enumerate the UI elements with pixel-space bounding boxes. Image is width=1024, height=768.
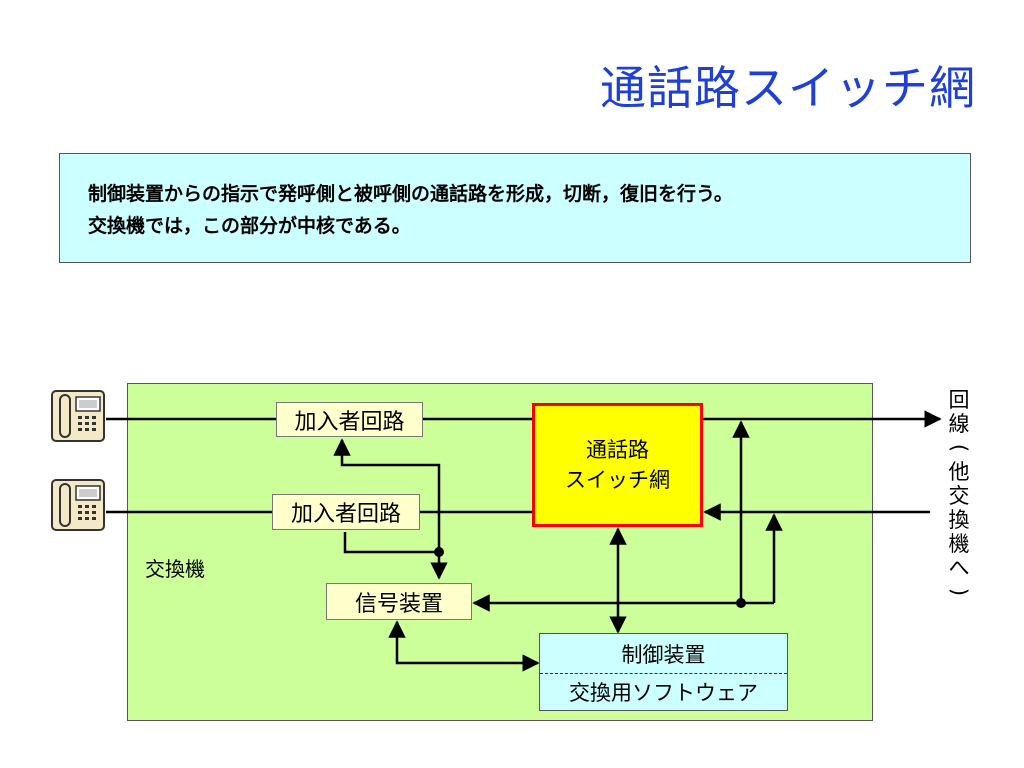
subscriber-circuit-1: 加入者回路 — [276, 402, 423, 437]
external-line-char: 機 — [948, 532, 970, 556]
external-line-char: 他 — [948, 460, 970, 484]
control-device-box: 制御装置 交換用ソフトウェア — [539, 633, 788, 711]
external-line-char: 線 — [948, 412, 970, 436]
switch-label-line-2: スイッチ網 — [565, 468, 670, 492]
junction-dot-2 — [736, 598, 746, 608]
switch-label-line-1: 通話路 — [586, 438, 649, 462]
line-sub2-signal — [343, 532, 439, 554]
description-line-1: 制御装置からの指示で発呼側と被呼側の通話路を形成，切断，復旧を行う。 — [88, 183, 733, 205]
line-sub1-signal — [333, 438, 448, 580]
description-box: 制御装置からの指示で発呼側と被呼側の通話路を形成，切断，復旧を行う。 交換機では… — [59, 153, 971, 263]
switch-network-box: 通話路 スイッチ網 — [532, 403, 703, 527]
subscriber-circuit-2: 加入者回路 — [272, 494, 420, 530]
external-line-char: ( — [947, 443, 971, 453]
external-line-char: へ — [948, 556, 970, 580]
external-line-char: 交 — [948, 484, 970, 508]
telephone-icon — [51, 479, 105, 531]
signal-device: 信号装置 — [326, 583, 472, 620]
external-line-char: ) — [947, 587, 971, 597]
page-title: 通話路スイッチ網 — [600, 61, 976, 115]
external-line-char: 換 — [948, 508, 970, 532]
control-software-label: 交換用ソフトウェア — [569, 681, 758, 705]
line-signal-control — [388, 620, 540, 672]
junction-dot-1 — [434, 547, 444, 557]
telephone-icon — [51, 390, 105, 442]
exchange-label: 交換機 — [145, 557, 205, 581]
description-line-2: 交換機では，この部分が中核である。 — [88, 215, 411, 237]
external-line-char: 回 — [948, 388, 970, 412]
control-device-label: 制御装置 — [540, 634, 787, 674]
